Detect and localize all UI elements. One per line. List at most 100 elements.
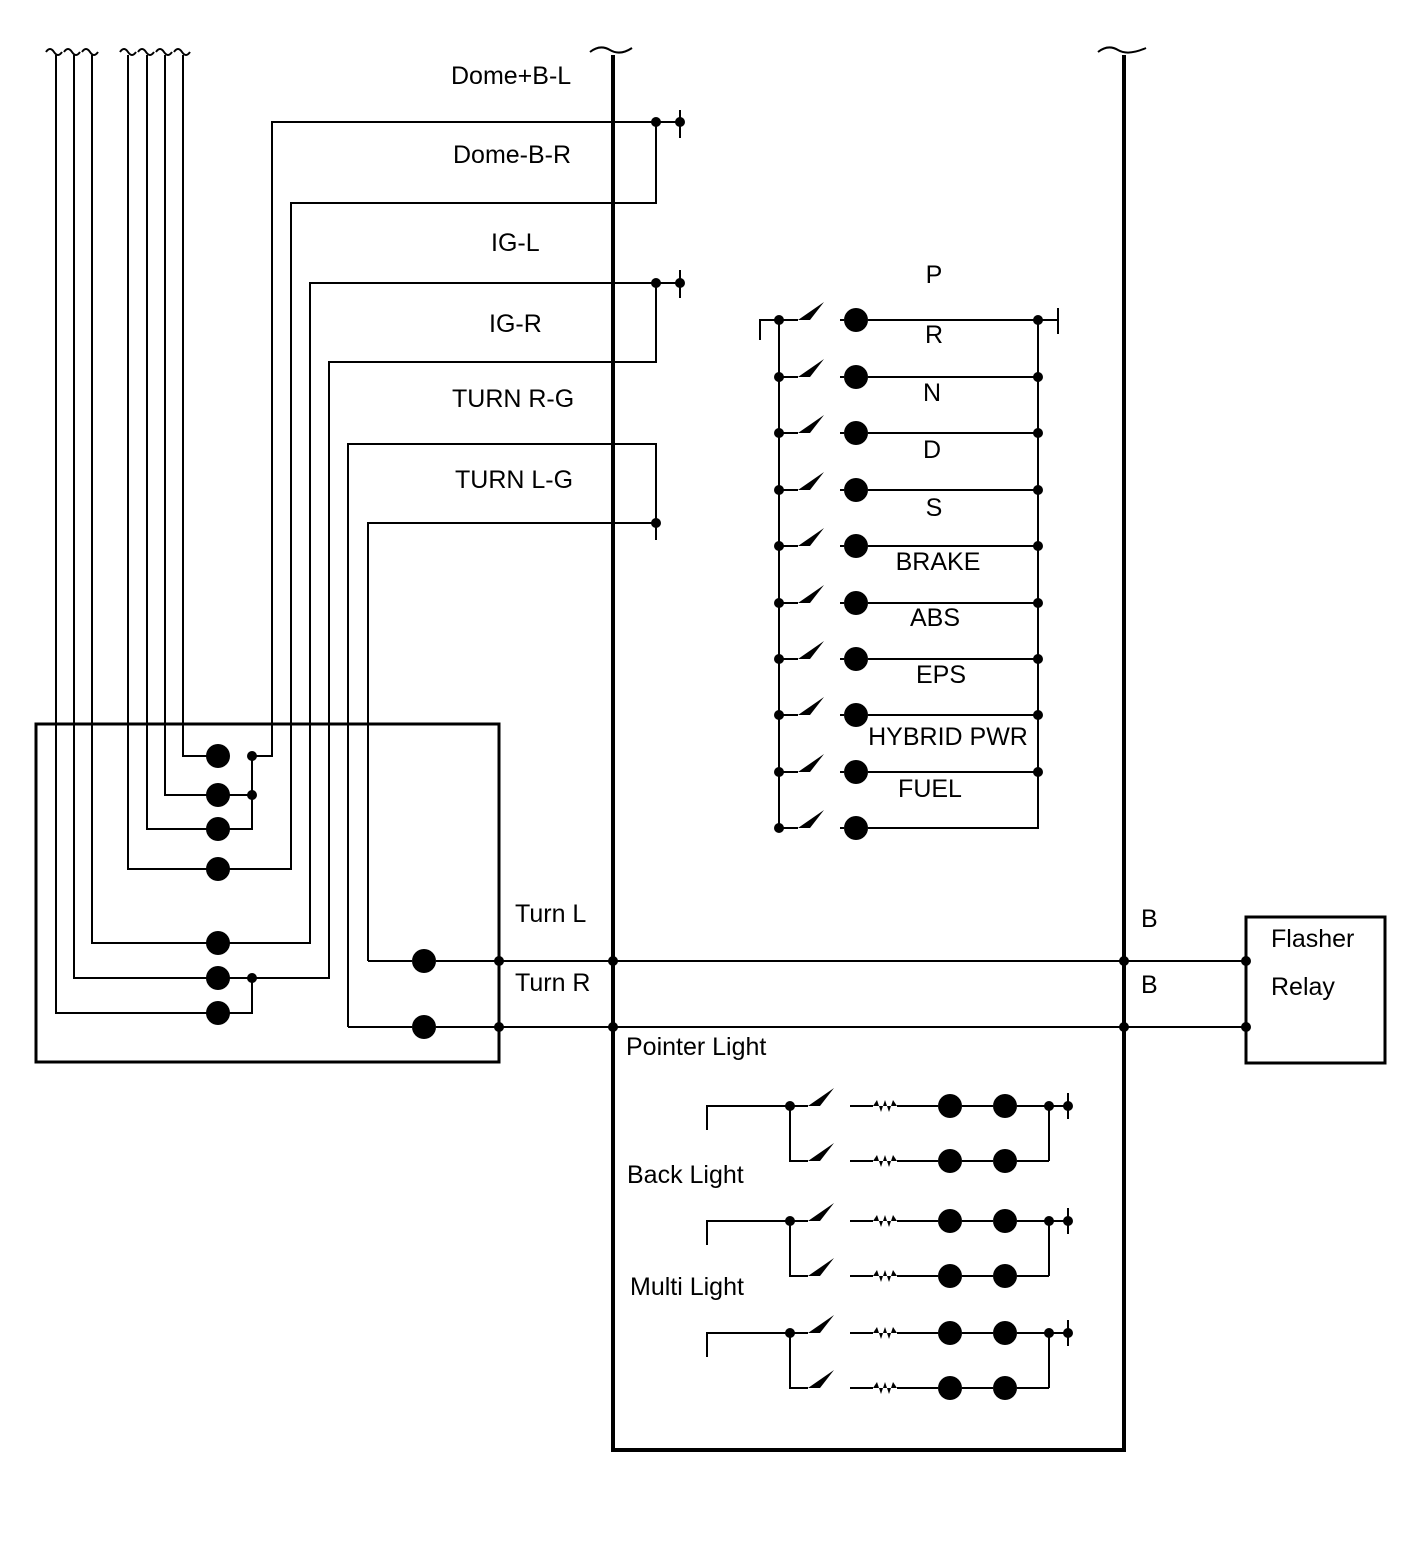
left-bus-wires <box>55 55 218 1014</box>
indicator-label-abs: ABS <box>910 604 960 632</box>
indicator-led-icon <box>835 467 868 502</box>
ground-icon <box>643 545 669 557</box>
indicator-led-icon <box>835 636 868 671</box>
ground-icon <box>743 344 769 356</box>
junction-dot <box>774 654 1043 664</box>
label-ig-l: IG-L <box>491 229 540 257</box>
group-feed-wire <box>706 1332 808 1389</box>
group-feed-wire <box>706 1105 808 1162</box>
junction-dot <box>774 598 1043 608</box>
indicator-led-icon <box>835 805 868 840</box>
turn-signal-bus <box>348 960 1246 1028</box>
switch-icon <box>798 804 840 828</box>
label-turn-r: Turn R <box>515 969 590 997</box>
junction-dot <box>785 1328 1073 1338</box>
pointer-led-icon <box>984 1253 1017 1288</box>
ground-icon <box>694 1132 720 1144</box>
junction-dot <box>774 710 1043 720</box>
switch-icon <box>798 691 840 715</box>
indicator-rows <box>774 296 1043 840</box>
label-b-top: B <box>1141 905 1158 933</box>
left-indicator-leds <box>197 744 436 1050</box>
pointer-led-icon <box>984 1365 1017 1400</box>
meter-box-left <box>34 722 501 1064</box>
indicator-label-r: R <box>925 321 943 349</box>
indicator-label-eps: EPS <box>916 661 966 689</box>
resistor-icon <box>873 1382 897 1394</box>
wire-stubs-top <box>45 46 1147 56</box>
resistor-icon <box>873 1215 897 1227</box>
junction-dot <box>785 1101 1073 1111</box>
label-turn-r-g: TURN R-G <box>452 385 574 413</box>
switch-icon <box>808 1082 850 1106</box>
indicator-label-hybrid-pwr: HYBRID PWR <box>868 723 1028 751</box>
switch-icon <box>798 409 840 433</box>
indicator-led-icon <box>835 749 868 784</box>
indicator-label-d: D <box>923 436 941 464</box>
labels: Dome+B-L Dome-B-R IG-L IG-R TURN R-G TUR… <box>451 62 1354 1301</box>
switch-icon <box>798 296 840 320</box>
label-turn-l-g: TURN L-G <box>455 466 573 494</box>
label-b-bottom: B <box>1141 971 1158 999</box>
switch-icon <box>798 522 840 546</box>
indicator-label-brake: BRAKE <box>896 548 981 576</box>
junction-dot <box>774 315 1043 325</box>
pointer-led-icon <box>929 1253 962 1288</box>
switch-icon <box>808 1197 850 1221</box>
cluster-box <box>611 55 1126 1452</box>
switch-icon <box>808 1137 850 1161</box>
pointer-led-icon <box>929 1198 962 1233</box>
indicator-led-icon <box>835 297 868 332</box>
pointer-light-groups <box>694 1082 1073 1400</box>
pointer-light-group <box>694 1082 1073 1173</box>
resistor-icon <box>873 1100 897 1112</box>
junction-dot <box>774 485 1043 495</box>
group-feed-wire <box>706 1220 808 1277</box>
label-pointer-light: Pointer Light <box>626 1033 766 1061</box>
flasher-relay <box>1244 915 1387 1065</box>
label-ig-r: IG-R <box>489 310 542 338</box>
label-dome-b-l: Dome+B-L <box>451 62 571 90</box>
indicator-label-n: N <box>923 379 941 407</box>
junction-dot <box>774 823 784 833</box>
switch-icon <box>808 1364 850 1388</box>
label-dome-b-r: Dome-B-R <box>453 141 571 169</box>
junction-dots-left <box>247 117 685 983</box>
indicator-led-icon <box>835 580 868 615</box>
pointer-led-icon <box>984 1138 1017 1173</box>
junction-dot <box>774 372 1043 382</box>
junction-dots-turn <box>494 956 1251 1032</box>
relay-label-line2: Relay <box>1271 973 1335 1001</box>
pointer-light-group <box>694 1309 1073 1400</box>
switch-icon <box>808 1252 850 1276</box>
label-back-light: Back Light <box>627 1161 744 1189</box>
ground-icon <box>694 1247 720 1259</box>
pointer-light-group <box>694 1197 1073 1288</box>
pointer-led-icon <box>929 1083 962 1118</box>
indicator-led-icon <box>835 354 868 389</box>
junction-dot <box>785 1216 1073 1226</box>
resistor-icon <box>873 1270 897 1282</box>
indicator-label-p: P <box>926 261 943 289</box>
ground-icon <box>694 1359 720 1371</box>
switch-icon <box>808 1309 850 1333</box>
resistor-icon <box>873 1327 897 1339</box>
left-feed-routing <box>218 110 681 1027</box>
switch-icon <box>798 579 840 603</box>
junction-dot <box>774 541 1043 551</box>
indicator-led-icon <box>835 692 868 727</box>
switch-icon <box>798 748 840 772</box>
pointer-led-icon <box>929 1138 962 1173</box>
indicator-label-s: S <box>926 494 943 522</box>
pointer-led-icon <box>984 1198 1017 1233</box>
resistor-icon <box>873 1155 897 1167</box>
pointer-led-icon <box>929 1365 962 1400</box>
label-turn-l: Turn L <box>515 900 586 928</box>
switch-icon <box>798 635 840 659</box>
indicator-led-icon <box>835 410 868 445</box>
pointer-led-icon <box>984 1310 1017 1345</box>
switch-icon <box>798 466 840 490</box>
indicator-label-fuel: FUEL <box>898 775 962 803</box>
indicator-led-icon <box>835 523 868 558</box>
